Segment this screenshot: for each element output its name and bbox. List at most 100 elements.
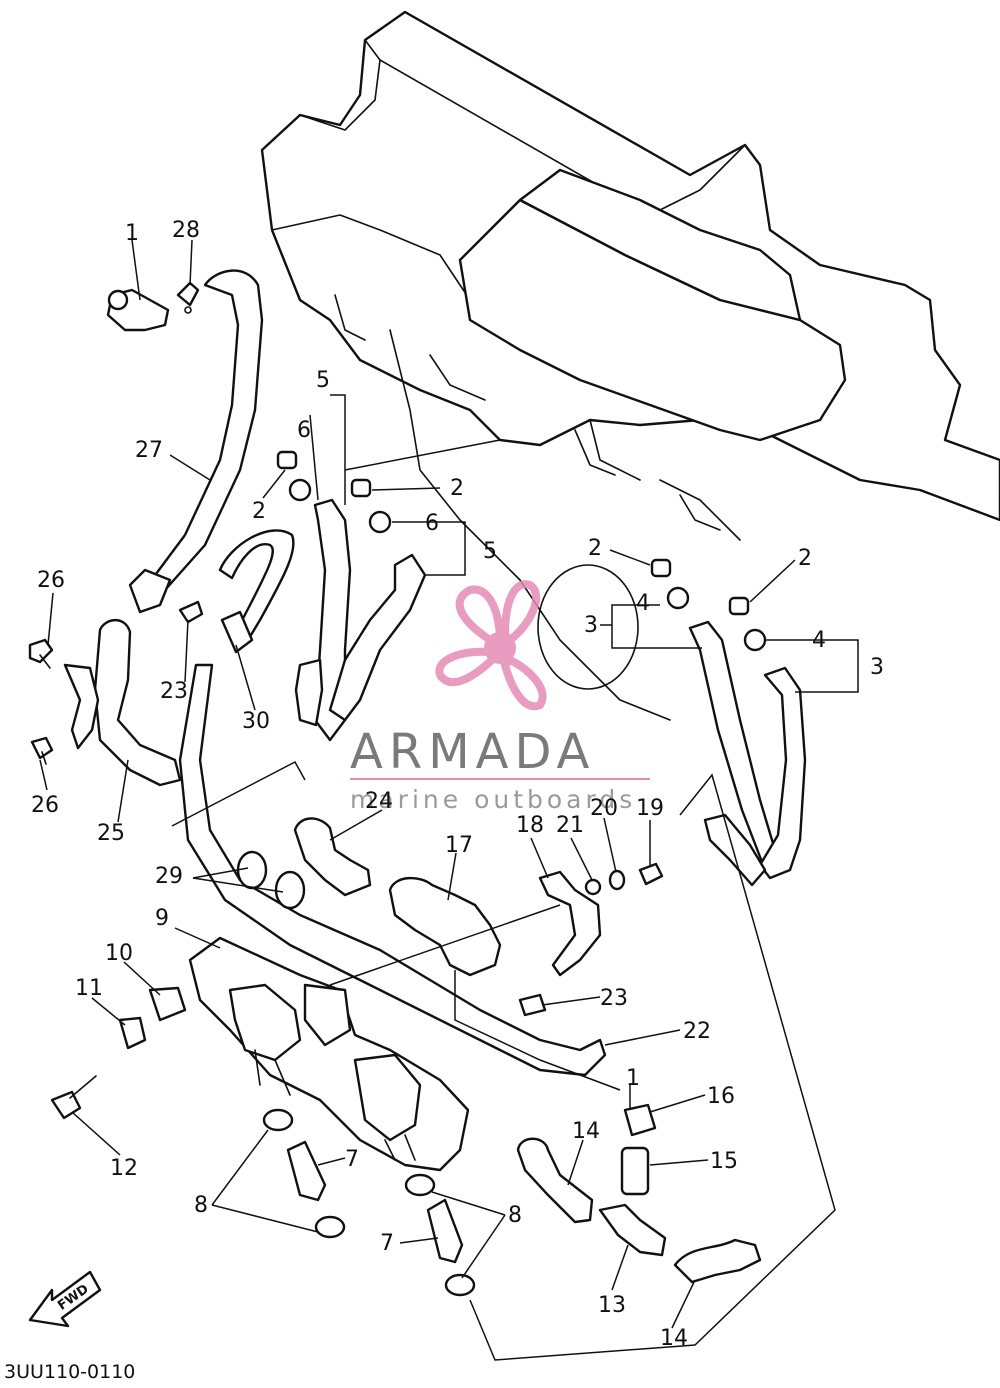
part-25-bracket — [63, 663, 100, 750]
part-8-clamp-a — [262, 1108, 294, 1132]
part-23-clip-center — [518, 993, 547, 1017]
part-hose-right-c — [703, 813, 767, 887]
part-15-sleeve — [620, 1146, 650, 1196]
callout-24: 24 — [365, 789, 393, 814]
callout-14: 14 — [660, 1326, 688, 1351]
guide-line-center — [171, 760, 306, 827]
watermark-brand: ARMADA — [350, 724, 595, 780]
part-29-clamp-a — [236, 850, 268, 890]
callout-28: 28 — [172, 218, 200, 243]
part-hose-s-bend — [218, 529, 295, 642]
part-19-screw — [638, 862, 664, 886]
part-28-clip — [176, 281, 200, 314]
callout-7: 7 — [345, 1147, 359, 1172]
engine-cover — [260, 10, 1000, 721]
part-8-clamp-d — [444, 1273, 476, 1297]
part-3-ring — [537, 564, 639, 690]
callout-8: 8 — [194, 1193, 208, 1218]
part-25-hose — [93, 618, 182, 787]
callout-25: 25 — [97, 821, 125, 846]
part-17-valve — [388, 876, 502, 977]
callout-4: 4 — [636, 591, 650, 616]
callout-14: 14 — [572, 1119, 600, 1144]
part-13-tee — [598, 1203, 667, 1257]
callout-27: 27 — [135, 438, 163, 463]
part-9-block-b — [303, 983, 352, 1047]
part-26-bolt-lower — [30, 736, 54, 765]
callout-17: 17 — [445, 833, 473, 858]
part-2-cap-c — [650, 558, 672, 578]
diagram-code: 3UU110-0110 — [4, 1361, 135, 1383]
part-20-washer — [608, 869, 626, 891]
callout-15: 15 — [710, 1149, 738, 1174]
part-7-hose-a — [286, 1140, 327, 1202]
watermark-logo-icon — [435, 580, 547, 711]
part-hose-center-c — [294, 658, 324, 727]
part-23-clip-left — [178, 600, 204, 624]
part-4-nut-b — [743, 628, 767, 652]
callout-2: 2 — [798, 546, 812, 571]
part-26-bolt-upper — [28, 638, 54, 669]
leader-lines — [39, 239, 859, 1329]
callout-18: 18 — [516, 813, 544, 838]
callout-1: 1 — [125, 221, 139, 246]
callout-6: 6 — [297, 418, 311, 443]
part-hose-right-b — [758, 666, 807, 880]
part-27-hose-end — [128, 568, 172, 614]
part-10-grommet — [148, 986, 187, 1022]
callout-26: 26 — [31, 793, 59, 818]
callout-10: 10 — [105, 941, 133, 966]
part-24-elbow — [293, 817, 372, 897]
callout-8: 8 — [508, 1203, 522, 1228]
guide-line-hose22 — [454, 970, 621, 1091]
callout-19: 19 — [636, 796, 664, 821]
callout-13: 13 — [598, 1293, 626, 1318]
callout-5: 5 — [483, 539, 497, 564]
callout-2: 2 — [588, 536, 602, 561]
callout-12: 12 — [110, 1156, 138, 1181]
callout-26: 26 — [37, 568, 65, 593]
callout-11: 11 — [75, 976, 103, 1001]
callout-9: 9 — [155, 906, 169, 931]
part-12-bolt — [50, 1075, 97, 1120]
part-30-valve — [220, 610, 254, 654]
watermark-tagline: marine outboards — [350, 785, 636, 814]
part-14-hose-b — [673, 1238, 762, 1284]
part-11-collar — [118, 1016, 147, 1050]
callout-30: 30 — [242, 709, 270, 734]
fwd-arrow-icon: FWD — [28, 1270, 102, 1328]
callout-7: 7 — [380, 1231, 394, 1256]
part-29-clamp-b — [274, 870, 306, 910]
callout-1: 1 — [626, 1066, 640, 1091]
part-9-plate — [188, 936, 470, 1172]
part-4-nut-a — [666, 586, 690, 610]
part-1-elbow — [106, 288, 170, 332]
callout-5: 5 — [316, 368, 330, 393]
callout-21: 21 — [556, 813, 584, 838]
callout-4: 4 — [812, 628, 826, 653]
callout-29: 29 — [155, 864, 183, 889]
part-14-hose-a — [516, 1137, 594, 1224]
callout-2: 2 — [252, 499, 266, 524]
part-6-nut-a — [288, 478, 312, 502]
part-7-hose-b — [426, 1198, 464, 1264]
guide-line-upper — [344, 439, 501, 471]
part-16-cap — [623, 1103, 657, 1137]
part-9-block-a — [228, 983, 302, 1062]
callout-23: 23 — [600, 986, 628, 1011]
part-2-cap-a — [276, 450, 298, 470]
callout-20: 20 — [590, 796, 618, 821]
guide-line-right — [469, 773, 836, 1361]
part-18-bracket — [538, 870, 602, 977]
part-8-clamp-c — [404, 1173, 436, 1197]
part-6-nut-b — [368, 510, 392, 534]
callout-22: 22 — [683, 1019, 711, 1044]
part-2-cap-d — [728, 596, 750, 616]
part-9-block-c — [353, 1053, 422, 1142]
callout-2: 2 — [450, 476, 464, 501]
callout-16: 16 — [707, 1084, 735, 1109]
callout-3: 3 — [870, 655, 884, 680]
part-21-washer — [584, 878, 602, 896]
part-hose-center-b — [328, 553, 427, 722]
